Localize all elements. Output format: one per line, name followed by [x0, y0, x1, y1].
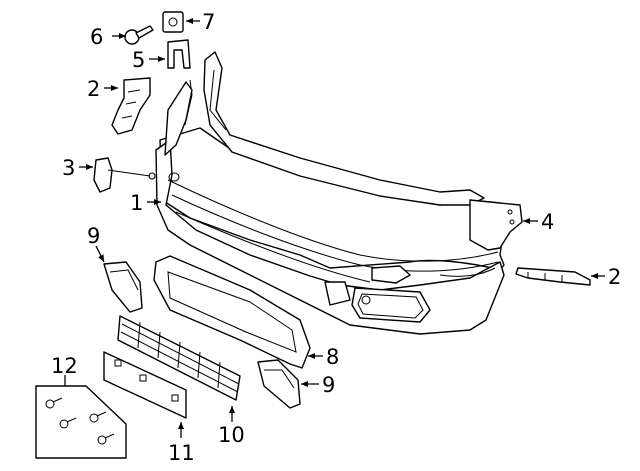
- leader-lines: [64, 18, 605, 438]
- callout-9-right: 9: [322, 373, 335, 397]
- callout-6: 6: [90, 25, 103, 49]
- license-bracket: [103, 351, 187, 419]
- fog-cover-left: [103, 261, 143, 313]
- bumper-cover: [155, 51, 507, 335]
- fog-cover-right: [257, 359, 301, 409]
- callout-2-right: 2: [608, 265, 621, 289]
- callout-11: 11: [168, 441, 195, 465]
- callout-7: 7: [202, 10, 215, 34]
- callout-3: 3: [62, 156, 75, 180]
- lower-trim: [153, 255, 311, 369]
- grille: [117, 315, 241, 401]
- callout-labels: 6 7 5 2 3 1 4 2 9 8 9 12 10 11: [51, 10, 621, 465]
- end-bracket: [469, 199, 523, 251]
- callout-4: 4: [541, 210, 554, 234]
- tow-cover: [93, 157, 156, 193]
- mounting-bracket: [111, 77, 151, 135]
- callout-5: 5: [132, 48, 145, 72]
- u-clip: [167, 39, 191, 69]
- callout-10: 10: [218, 423, 245, 447]
- callout-9-left: 9: [87, 224, 100, 248]
- callout-8: 8: [326, 345, 339, 369]
- bolt: [124, 25, 154, 45]
- nut-clip: [162, 11, 184, 33]
- callout-12: 12: [51, 354, 78, 378]
- fastener-kit: [35, 385, 127, 459]
- side-bracket-right: [515, 267, 591, 286]
- callout-1: 1: [130, 191, 143, 215]
- callout-2-upper: 2: [87, 77, 100, 101]
